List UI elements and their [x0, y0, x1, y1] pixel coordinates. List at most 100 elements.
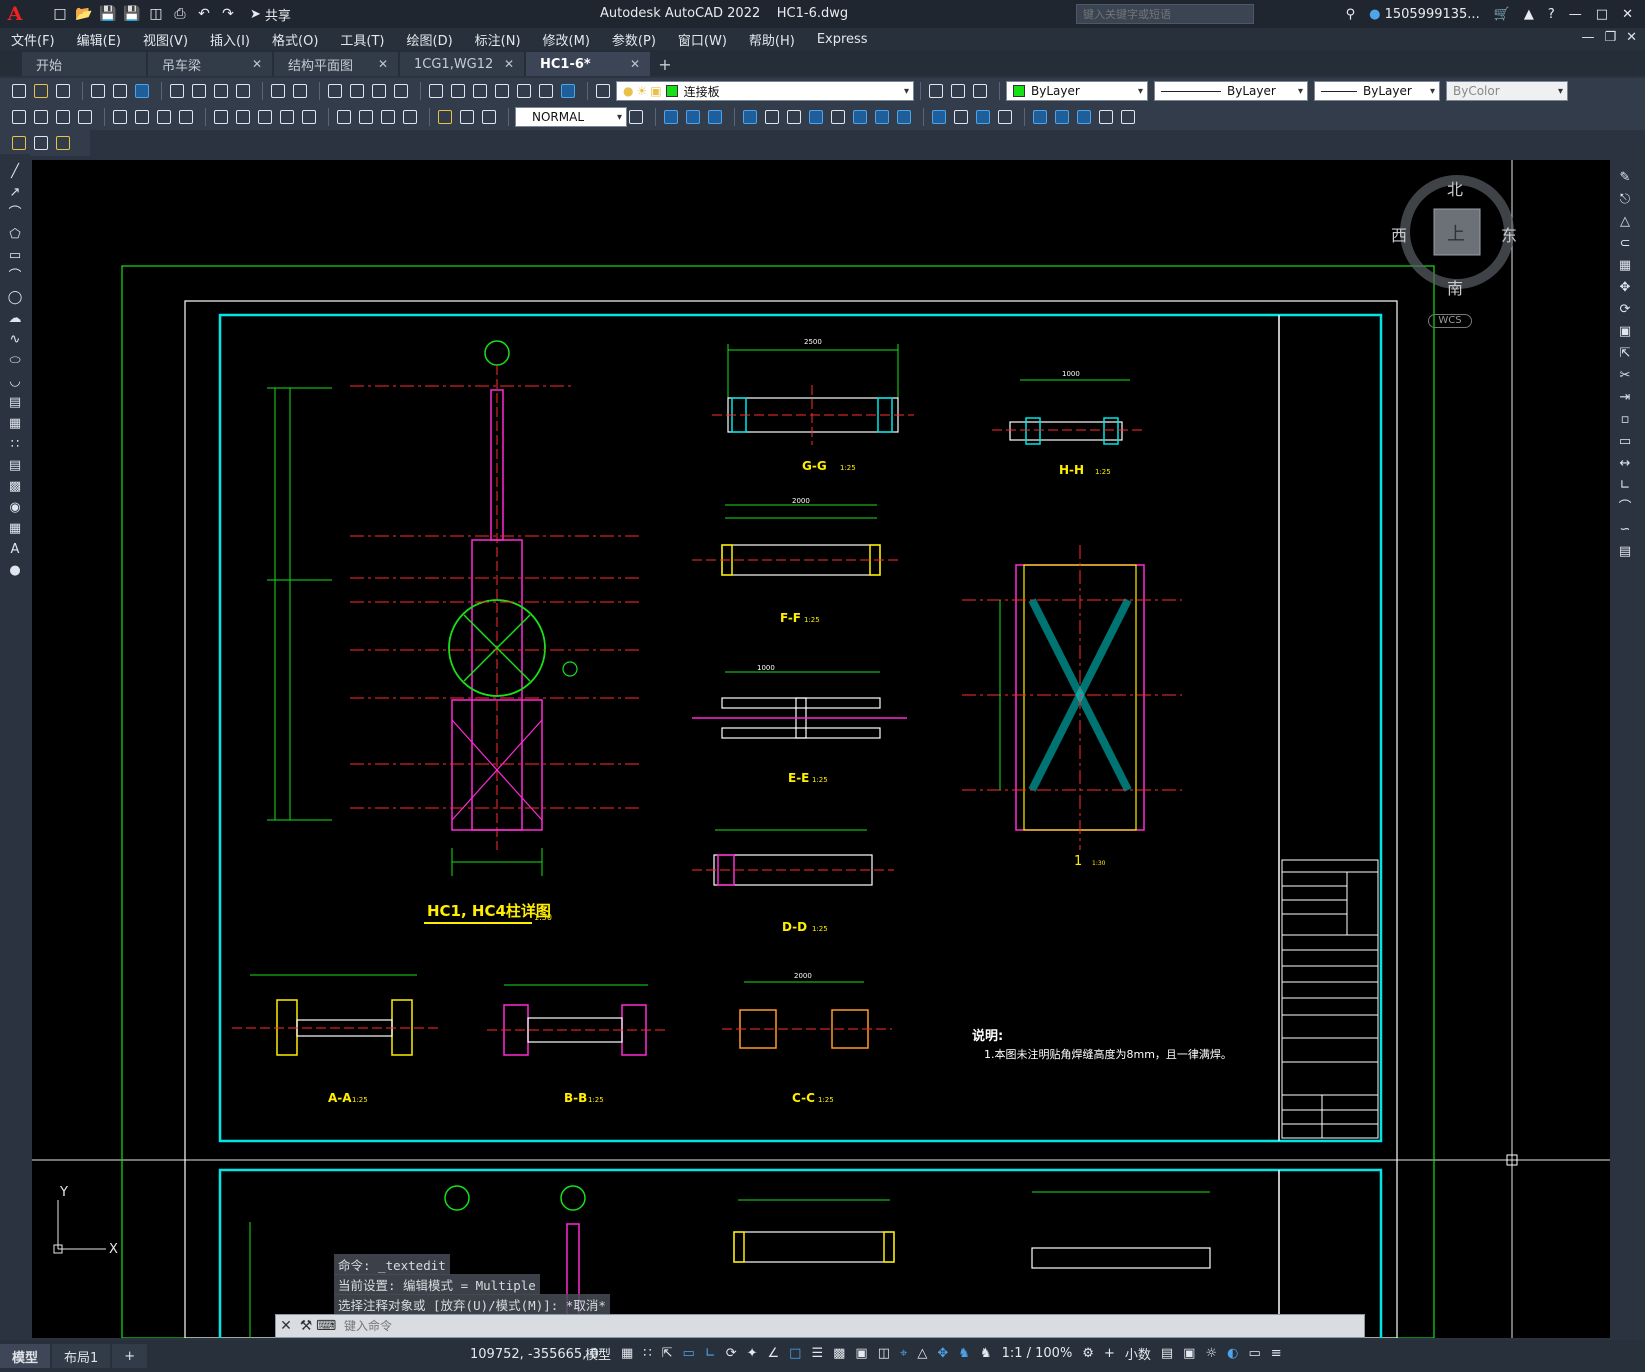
- help-icon[interactable]: [559, 82, 577, 100]
- calculator-icon[interactable]: [537, 82, 555, 100]
- modify-break-icon[interactable]: [895, 108, 913, 126]
- layer-properties-icon[interactable]: [594, 82, 612, 100]
- triangle-icon[interactable]: ▲: [1523, 6, 1534, 22]
- annotation-autoscale-icon[interactable]: ♞: [979, 1346, 992, 1361]
- menu-edit[interactable]: 编辑(E): [76, 33, 121, 49]
- print-icon[interactable]: ⎙: [174, 6, 186, 22]
- transparency-icon[interactable]: ▩: [833, 1346, 846, 1361]
- share-button[interactable]: ➤共享: [250, 5, 291, 24]
- menu-draw[interactable]: 绘图(D): [406, 33, 453, 49]
- aligned-dim-icon[interactable]: [32, 108, 50, 126]
- erase-icon[interactable]: ✎: [1619, 170, 1631, 185]
- hatch-icon[interactable]: ▤: [8, 458, 22, 473]
- scale-icon[interactable]: ▣: [1618, 324, 1632, 339]
- linetype-dropdown[interactable]: ByLayer: [1154, 81, 1308, 101]
- dim-update-icon[interactable]: [480, 108, 498, 126]
- wcs-menu[interactable]: WCS: [1428, 314, 1472, 328]
- command-close-icon[interactable]: ✕: [280, 1318, 292, 1334]
- copy-icon[interactable]: [190, 82, 208, 100]
- zoom-previous-icon[interactable]: [392, 82, 410, 100]
- plotstyle-dropdown[interactable]: ByColor: [1446, 81, 1568, 101]
- draworder-back-icon[interactable]: [1053, 108, 1071, 126]
- menu-modify[interactable]: 修改(M): [542, 33, 590, 49]
- menu-view[interactable]: 视图(V): [142, 33, 189, 49]
- menu-parametric[interactable]: 参数(P): [611, 33, 656, 49]
- add-selected-icon[interactable]: ●: [9, 563, 21, 578]
- continue-dim-icon[interactable]: [256, 108, 274, 126]
- annotation-visibility-icon[interactable]: ♞: [958, 1346, 970, 1361]
- ordinate-dim-icon[interactable]: [76, 108, 94, 126]
- array-icon[interactable]: ▦: [1618, 258, 1632, 273]
- layer-dropdown[interactable]: ● ☀ ▣ 连接板: [616, 81, 914, 101]
- quick-dim-icon[interactable]: [212, 108, 230, 126]
- snap-icon[interactable]: ∷: [643, 1346, 652, 1361]
- tab-structural-plan[interactable]: 结构平面图✕: [274, 52, 398, 76]
- join-icon[interactable]: ↔: [1619, 456, 1631, 471]
- plot-preview-icon[interactable]: [111, 82, 129, 100]
- tab-close-icon[interactable]: ✕: [503, 57, 514, 71]
- redo-icon[interactable]: ↷: [222, 6, 234, 22]
- radius-dim-icon[interactable]: [111, 108, 129, 126]
- design-center-icon[interactable]: [449, 82, 467, 100]
- zoom-window-icon[interactable]: [370, 82, 388, 100]
- region-icon[interactable]: ◉: [9, 500, 21, 515]
- menu-file[interactable]: 文件(F): [11, 33, 55, 49]
- dim-text-edit-icon[interactable]: [458, 108, 476, 126]
- rectangle-icon[interactable]: ▭: [8, 248, 22, 263]
- draworder-text-icon[interactable]: [1119, 108, 1137, 126]
- dynamic-input-icon[interactable]: ▭: [682, 1346, 695, 1361]
- layout-tab-layout1[interactable]: 布局1: [52, 1344, 111, 1368]
- multiline-text-icon[interactable]: A: [10, 542, 20, 557]
- blend-curves-icon[interactable]: ∽: [1619, 522, 1631, 537]
- layout-tab-model[interactable]: 模型: [0, 1344, 51, 1368]
- make-block-icon[interactable]: ▦: [8, 416, 22, 431]
- dim-edit-icon[interactable]: [436, 108, 454, 126]
- lineweight-dropdown[interactable]: ByLayer: [1314, 81, 1440, 101]
- menu-tools[interactable]: 工具(T): [340, 33, 385, 49]
- baseline-dim-icon[interactable]: [234, 108, 252, 126]
- modify-rotate-icon[interactable]: [785, 108, 803, 126]
- undo-icon[interactable]: ↶: [198, 6, 210, 22]
- maximize-icon[interactable]: □: [1595, 6, 1609, 22]
- lock-ui-icon[interactable]: ▣: [1183, 1346, 1196, 1361]
- modify-array-icon[interactable]: [741, 108, 759, 126]
- cut-icon[interactable]: [168, 82, 186, 100]
- open-file-icon[interactable]: 📂: [75, 6, 93, 22]
- diameter-dim-icon[interactable]: [155, 108, 173, 126]
- offset-icon[interactable]: ⊂: [1619, 236, 1631, 251]
- menu-insert[interactable]: 插入(I): [210, 33, 251, 49]
- angular-dim-icon[interactable]: [177, 108, 195, 126]
- center-mark-icon[interactable]: [357, 108, 375, 126]
- fillet-icon[interactable]: ⌒: [1618, 500, 1632, 515]
- tolerance-icon[interactable]: [335, 108, 353, 126]
- units-dropdown[interactable]: 小数: [1124, 1348, 1151, 1363]
- tab-1cg1[interactable]: 1CG1,WG12✕: [400, 52, 524, 76]
- cart-icon[interactable]: 🛒: [1493, 6, 1510, 22]
- line-icon[interactable]: ╱: [11, 164, 19, 179]
- save-as-icon[interactable]: 💾: [123, 6, 141, 22]
- dim-break-icon[interactable]: [300, 108, 318, 126]
- construction-line-icon[interactable]: ↗: [9, 185, 21, 200]
- save-icon[interactable]: [54, 82, 72, 100]
- menu-dimension[interactable]: 标注(N): [474, 33, 521, 49]
- dimstyle-dropdown[interactable]: NORMAL: [515, 107, 627, 127]
- grid-icon[interactable]: ▦: [621, 1346, 634, 1361]
- polyline-icon[interactable]: ⌒: [8, 206, 22, 221]
- break-icon[interactable]: ▭: [1618, 434, 1632, 449]
- redo-icon[interactable]: [291, 82, 309, 100]
- modify-offset-icon[interactable]: [706, 108, 724, 126]
- jogged-dim-icon[interactable]: [133, 108, 151, 126]
- menu-help[interactable]: 帮助(H): [748, 33, 795, 49]
- doc-restore-icon[interactable]: ❐: [1604, 30, 1617, 45]
- ortho-icon[interactable]: ∟: [704, 1346, 716, 1361]
- isolate-objects-icon[interactable]: ☼: [1205, 1346, 1218, 1361]
- viewcube[interactable]: 北 南 东 西 上: [1391, 172, 1517, 298]
- quick-properties-icon[interactable]: ▤: [1160, 1346, 1174, 1361]
- workspace-gear-icon[interactable]: ⚙: [1082, 1346, 1094, 1361]
- dynamic-ucs-icon[interactable]: ⌖: [900, 1346, 908, 1361]
- draworder-below-icon[interactable]: [1097, 108, 1115, 126]
- export-icon[interactable]: ◫: [149, 6, 163, 22]
- extend-icon[interactable]: ⇥: [1619, 390, 1631, 405]
- doc-minimize-icon[interactable]: —: [1581, 30, 1595, 45]
- selection-cycling-icon[interactable]: ▣: [855, 1346, 868, 1361]
